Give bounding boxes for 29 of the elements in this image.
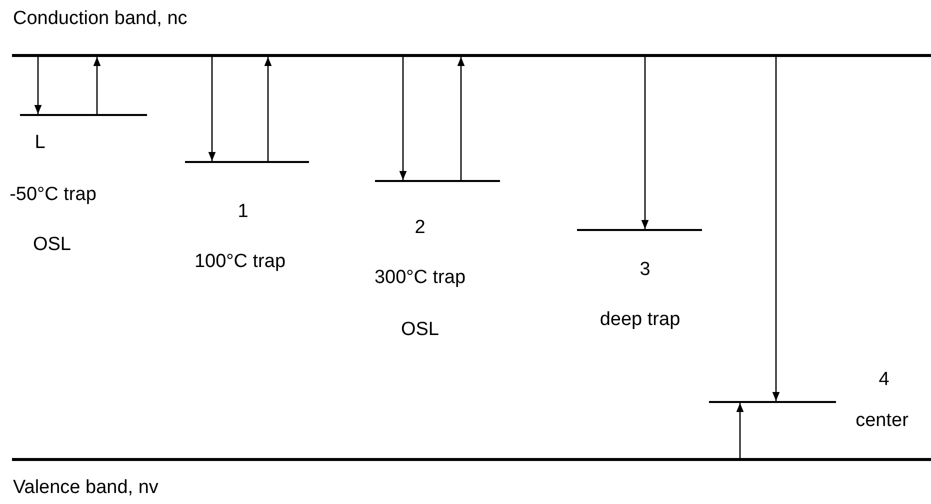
arrow <box>399 57 407 180</box>
level-label: center <box>856 410 908 432</box>
arrow <box>208 57 216 161</box>
level-label: 100°C trap <box>194 251 286 273</box>
arrow <box>34 57 42 114</box>
level-label: L <box>34 132 46 154</box>
level-label: 300°C trap <box>374 267 466 289</box>
level-label: -50°C trap <box>10 184 96 206</box>
level-label: 1 <box>238 201 248 223</box>
level-label: 3 <box>640 259 650 281</box>
arrow <box>457 57 465 180</box>
energy-level-line <box>375 180 500 182</box>
energy-level-line <box>577 229 702 231</box>
energy-level-line <box>20 114 147 116</box>
arrow <box>93 57 101 114</box>
level-label: deep trap <box>600 309 680 331</box>
level-label: 2 <box>414 217 426 239</box>
arrow <box>736 403 744 458</box>
band-label: Valence band, nv <box>13 477 158 499</box>
arrow <box>772 57 780 401</box>
arrow <box>264 57 272 161</box>
energy-level-line <box>709 401 836 403</box>
level-label: OSL <box>400 319 440 341</box>
arrow <box>641 57 649 229</box>
energy-level-line <box>185 161 309 163</box>
level-label: OSL <box>32 234 72 256</box>
band-label: Conduction band, nc <box>13 8 188 30</box>
band-edge-line <box>12 8 931 57</box>
level-label: 4 <box>878 369 890 391</box>
